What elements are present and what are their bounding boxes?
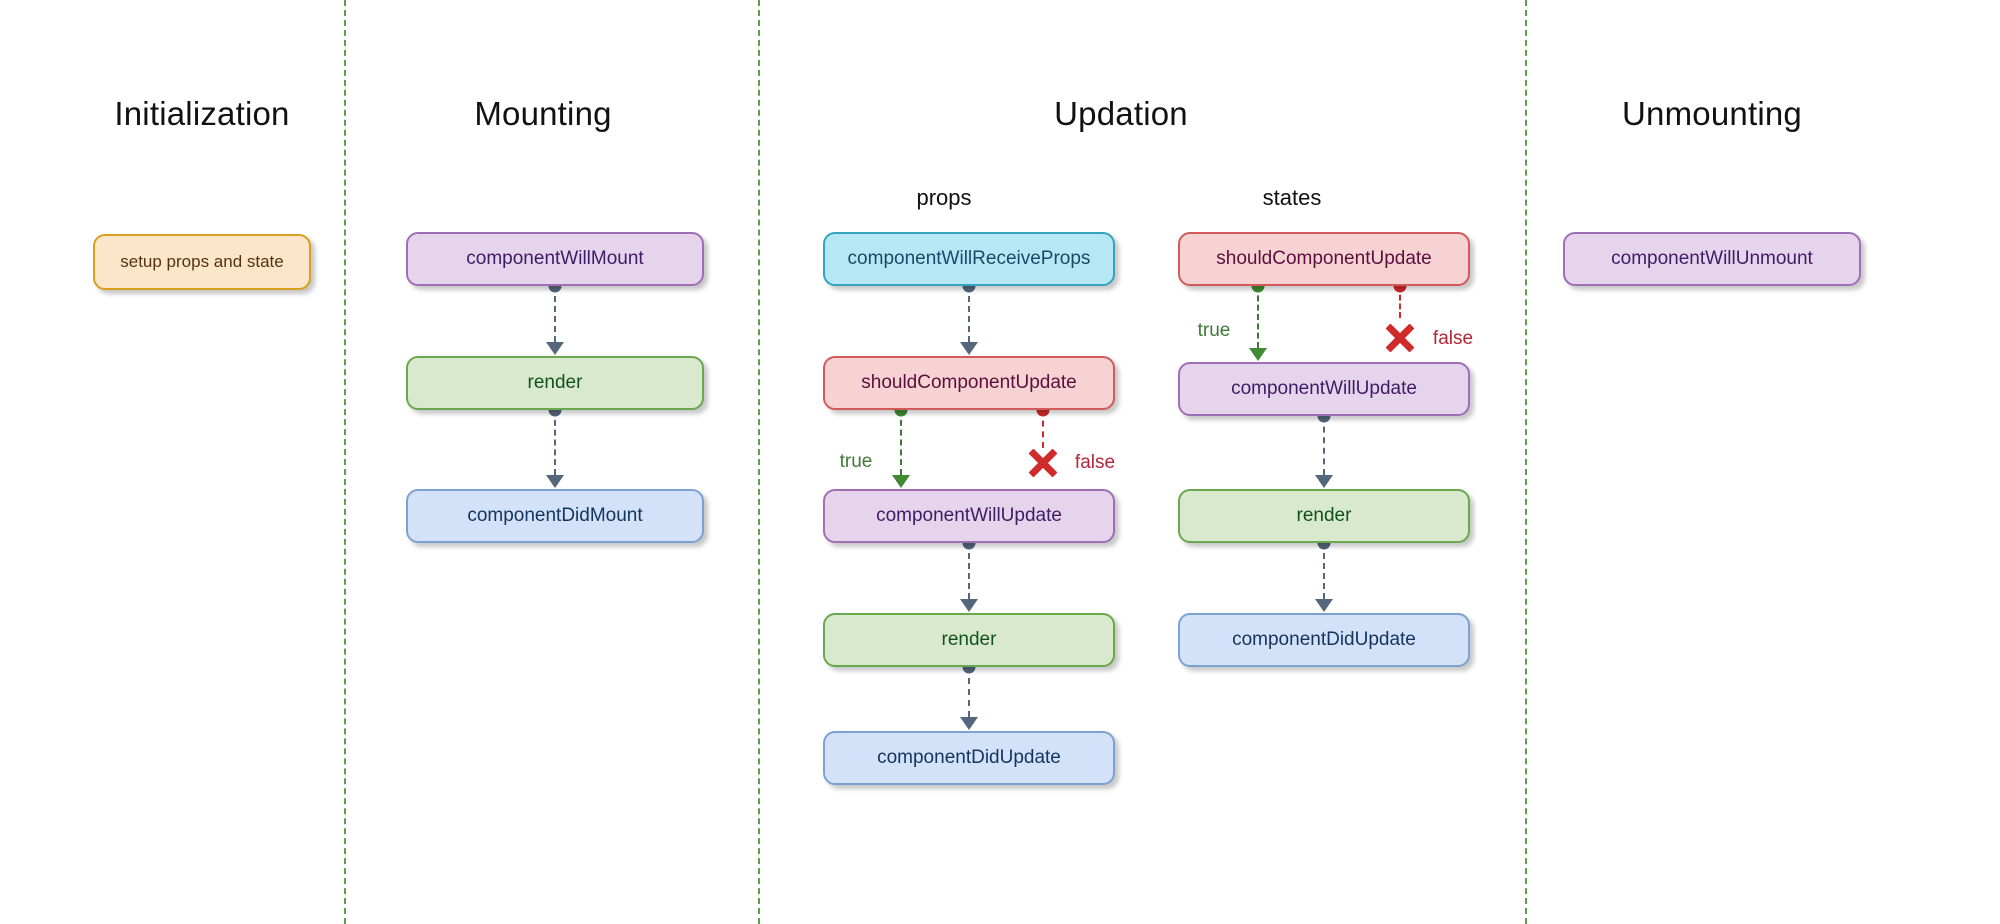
conn-props-willupdate-render-arrowhead-icon xyxy=(960,599,978,612)
section-title-initialization: Initialization xyxy=(114,95,290,132)
conn-props-true-willupdate-arrowhead-icon xyxy=(892,475,910,488)
conn-mount-willmount-render-arrowhead-icon xyxy=(546,342,564,355)
conn-states-willupdate-render xyxy=(1323,416,1325,475)
conn-states-render-didupdate xyxy=(1323,543,1325,599)
section-title-updation: Updation xyxy=(1054,95,1188,132)
conn-states-false-x xyxy=(1399,286,1401,318)
node-states-render[interactable]: render xyxy=(1178,489,1470,543)
conn-mount-render-didmount-arrowhead-icon xyxy=(546,475,564,488)
states-false-label: false xyxy=(1432,328,1474,349)
conn-states-true-willupdate-arrowhead-icon xyxy=(1249,348,1267,361)
conn-props-true-willupdate xyxy=(900,410,902,475)
props-true-label: true xyxy=(839,451,873,472)
node-states-will-update[interactable]: componentWillUpdate xyxy=(1178,362,1470,416)
node-mounting-did-mount[interactable]: componentDidMount xyxy=(406,489,704,543)
node-mounting-will-mount[interactable]: componentWillMount xyxy=(406,232,704,286)
node-states-did-update[interactable]: componentDidUpdate xyxy=(1178,613,1470,667)
section-title-unmounting: Unmounting xyxy=(1622,95,1802,132)
conn-props-false-x xyxy=(1042,410,1044,448)
node-props-should-update[interactable]: shouldComponentUpdate xyxy=(823,356,1115,410)
conn-mount-willmount-render xyxy=(554,286,556,342)
section-title-mounting: Mounting xyxy=(474,95,612,132)
node-setup-props-and-state[interactable]: setup props and state xyxy=(93,234,311,290)
conn-props-render-didupdate xyxy=(968,667,970,717)
node-props-will-receive-props[interactable]: componentWillReceiveProps xyxy=(823,232,1115,286)
divider-2 xyxy=(758,0,760,924)
divider-3 xyxy=(1525,0,1527,924)
conn-props-receive-should-arrowhead-icon xyxy=(960,342,978,355)
states-true-label: true xyxy=(1197,320,1231,341)
sub-title-props: props xyxy=(916,185,972,210)
conn-states-render-didupdate-arrowhead-icon xyxy=(1315,599,1333,612)
conn-props-receive-should xyxy=(968,286,970,342)
states-false-x-mark xyxy=(1383,321,1417,355)
props-false-label: false xyxy=(1074,452,1116,473)
conn-mount-render-didmount xyxy=(554,410,556,475)
props-false-x-mark xyxy=(1026,446,1060,480)
node-props-will-update[interactable]: componentWillUpdate xyxy=(823,489,1115,543)
node-props-render[interactable]: render xyxy=(823,613,1115,667)
node-props-did-update[interactable]: componentDidUpdate xyxy=(823,731,1115,785)
sub-title-states: states xyxy=(1262,185,1322,210)
conn-props-render-didupdate-arrowhead-icon xyxy=(960,717,978,730)
divider-1 xyxy=(344,0,346,924)
node-states-should-update[interactable]: shouldComponentUpdate xyxy=(1178,232,1470,286)
conn-props-willupdate-render xyxy=(968,543,970,599)
conn-states-true-willupdate xyxy=(1257,286,1259,348)
conn-states-willupdate-render-arrowhead-icon xyxy=(1315,475,1333,488)
node-unmounting-will-unmount[interactable]: componentWillUnmount xyxy=(1563,232,1861,286)
node-mounting-render[interactable]: render xyxy=(406,356,704,410)
